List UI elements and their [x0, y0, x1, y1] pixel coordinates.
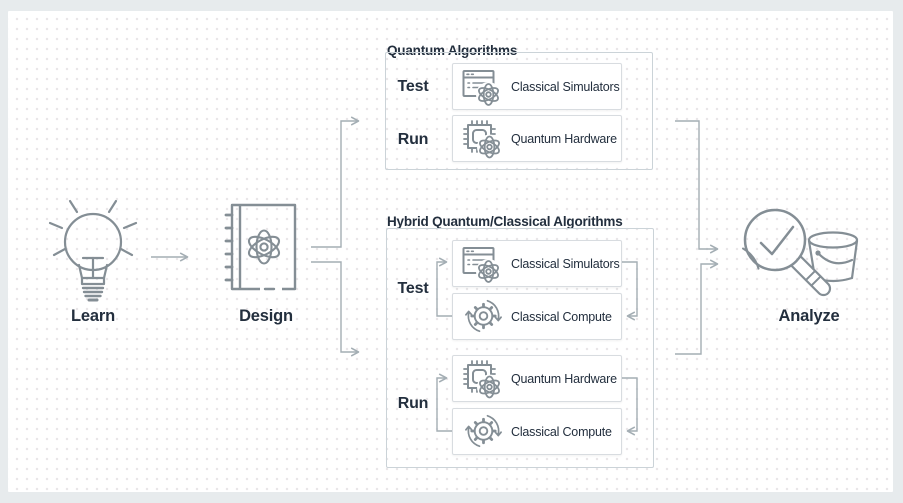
browser-atom-icon	[461, 66, 505, 108]
node-label: Quantum Hardware	[511, 131, 617, 146]
design-label: Design	[239, 307, 293, 325]
connector-quantum-to-analyze	[675, 120, 719, 254]
connector-design-to-hybrid	[311, 261, 360, 357]
browser-atom-icon	[461, 243, 505, 285]
loop-test-right	[622, 261, 638, 321]
chip-atom-icon	[461, 358, 505, 400]
hybrid-test-label: Test	[397, 280, 429, 297]
node-classical-compute: Classical Compute	[452, 293, 622, 340]
node-label: Quantum Hardware	[511, 371, 617, 386]
chip-atom-icon	[461, 118, 505, 160]
node-quantum-hardware: Quantum Hardware	[452, 115, 622, 162]
learn-label: Learn	[71, 307, 115, 325]
gear-cycle-icon	[461, 296, 505, 338]
hybrid-section-box	[386, 228, 654, 468]
loop-run-left	[436, 373, 452, 432]
lightbulb-icon	[40, 182, 142, 307]
quantum-run-label: Run	[397, 131, 429, 148]
connector-design-to-quantum	[311, 116, 360, 248]
notebook-atom-icon	[216, 197, 300, 302]
node-classical-simulators: Classical Simulators	[452, 240, 622, 287]
diagram-canvas: Learn Design Quantum Algorithms Test Run	[8, 11, 893, 492]
loop-test-left	[436, 257, 452, 317]
connector-hybrid-to-analyze	[675, 259, 719, 355]
node-label: Classical Simulators	[511, 79, 620, 94]
quantum-test-label: Test	[397, 78, 429, 95]
connector-layer	[151, 116, 719, 436]
node-label: Classical Compute	[511, 424, 612, 439]
quantum-section-box	[385, 52, 653, 170]
node-quantum-hardware: Quantum Hardware	[452, 355, 622, 402]
magnifier-bucket-icon	[730, 202, 864, 303]
node-classical-compute: Classical Compute	[452, 408, 622, 455]
analyze-label: Analyze	[778, 307, 840, 325]
node-classical-simulators: Classical Simulators	[452, 63, 622, 110]
gear-cycle-icon	[461, 411, 505, 453]
hybrid-section-title: Hybrid Quantum/Classical Algorithms	[387, 214, 623, 229]
quantum-section-title: Quantum Algorithms	[387, 43, 518, 58]
hybrid-run-label: Run	[397, 395, 429, 412]
node-label: Classical Simulators	[511, 256, 620, 271]
loop-run-right	[622, 377, 638, 436]
node-label: Classical Compute	[511, 309, 612, 324]
